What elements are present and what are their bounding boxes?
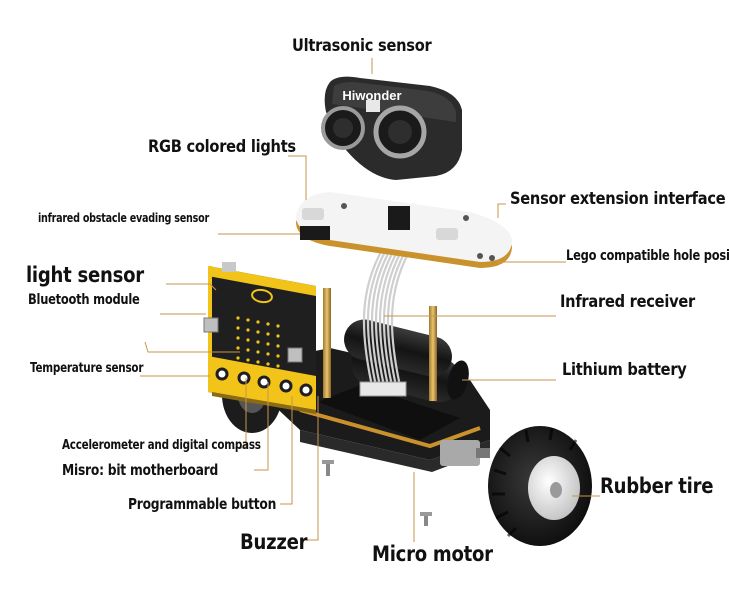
label-programmable-button: Programmable button [128, 495, 277, 513]
label-lithium-battery: Lithium battery [562, 360, 687, 380]
label-microbit-motherboard: Misro: bit motherboard [62, 461, 219, 479]
leader-button [280, 396, 293, 505]
label-infrared-receiver: Infrared receiver [560, 292, 695, 312]
label-infrared-obstacle-sensor: infrared obstacle evading sensor [38, 211, 209, 225]
leader-aux [144, 341, 240, 353]
hiwonder-logo: Hiwonder [342, 88, 401, 103]
ribbon-cable [362, 249, 411, 387]
rgb-light-right [436, 228, 458, 240]
label-rubber-tire: Rubber tire [600, 474, 714, 498]
bottom-screw-1 [322, 460, 334, 476]
sensor-logo-text: Hiwonder [342, 88, 401, 103]
standoff-left [323, 288, 331, 398]
lego-hole-1 [477, 253, 483, 259]
leader-accelerometer [234, 378, 247, 449]
ultrasonic-sensor: Hiwonder [321, 76, 462, 180]
lego-hole-2 [489, 255, 495, 261]
top-pcb [296, 192, 512, 268]
label-rgb-colored-lights: RGB colored lights [148, 137, 296, 157]
leader-light [166, 283, 217, 291]
label-buzzer: Buzzer [240, 530, 308, 554]
button-a [203, 317, 219, 333]
leader-buzzer [306, 396, 319, 541]
label-sensor-extension-interface: Sensor extension interface [510, 189, 726, 209]
sensor-extension-port [388, 206, 410, 230]
label-ultrasonic-sensor: Ultrasonic sensor [292, 36, 432, 56]
button-b [287, 347, 303, 363]
rgb-light-left [302, 208, 324, 220]
standoff-right [429, 306, 437, 401]
label-micro-motor: Micro motor [372, 542, 493, 566]
bottom-screw-2 [420, 512, 432, 526]
label-bluetooth-module: Bluetooth module [28, 292, 140, 308]
rubber-tire-wheel [488, 426, 592, 546]
label-temperature-sensor: Temperature sensor [30, 361, 144, 376]
ribbon-connector [359, 381, 407, 397]
label-accelerometer-compass: Accelerometer and digital compass [62, 438, 261, 453]
leader-rgb [288, 155, 307, 200]
leader-extension [497, 203, 506, 218]
label-lego-hole-position: Lego compatible hole position [566, 248, 729, 264]
leader-lines [140, 58, 600, 542]
label-light-sensor: light sensor [26, 263, 144, 287]
leader-motherboard [254, 382, 269, 471]
led-matrix [236, 316, 280, 368]
ir-obstacle-sensor [300, 226, 330, 240]
microbit-board [203, 262, 316, 414]
edge-pins [215, 367, 313, 397]
